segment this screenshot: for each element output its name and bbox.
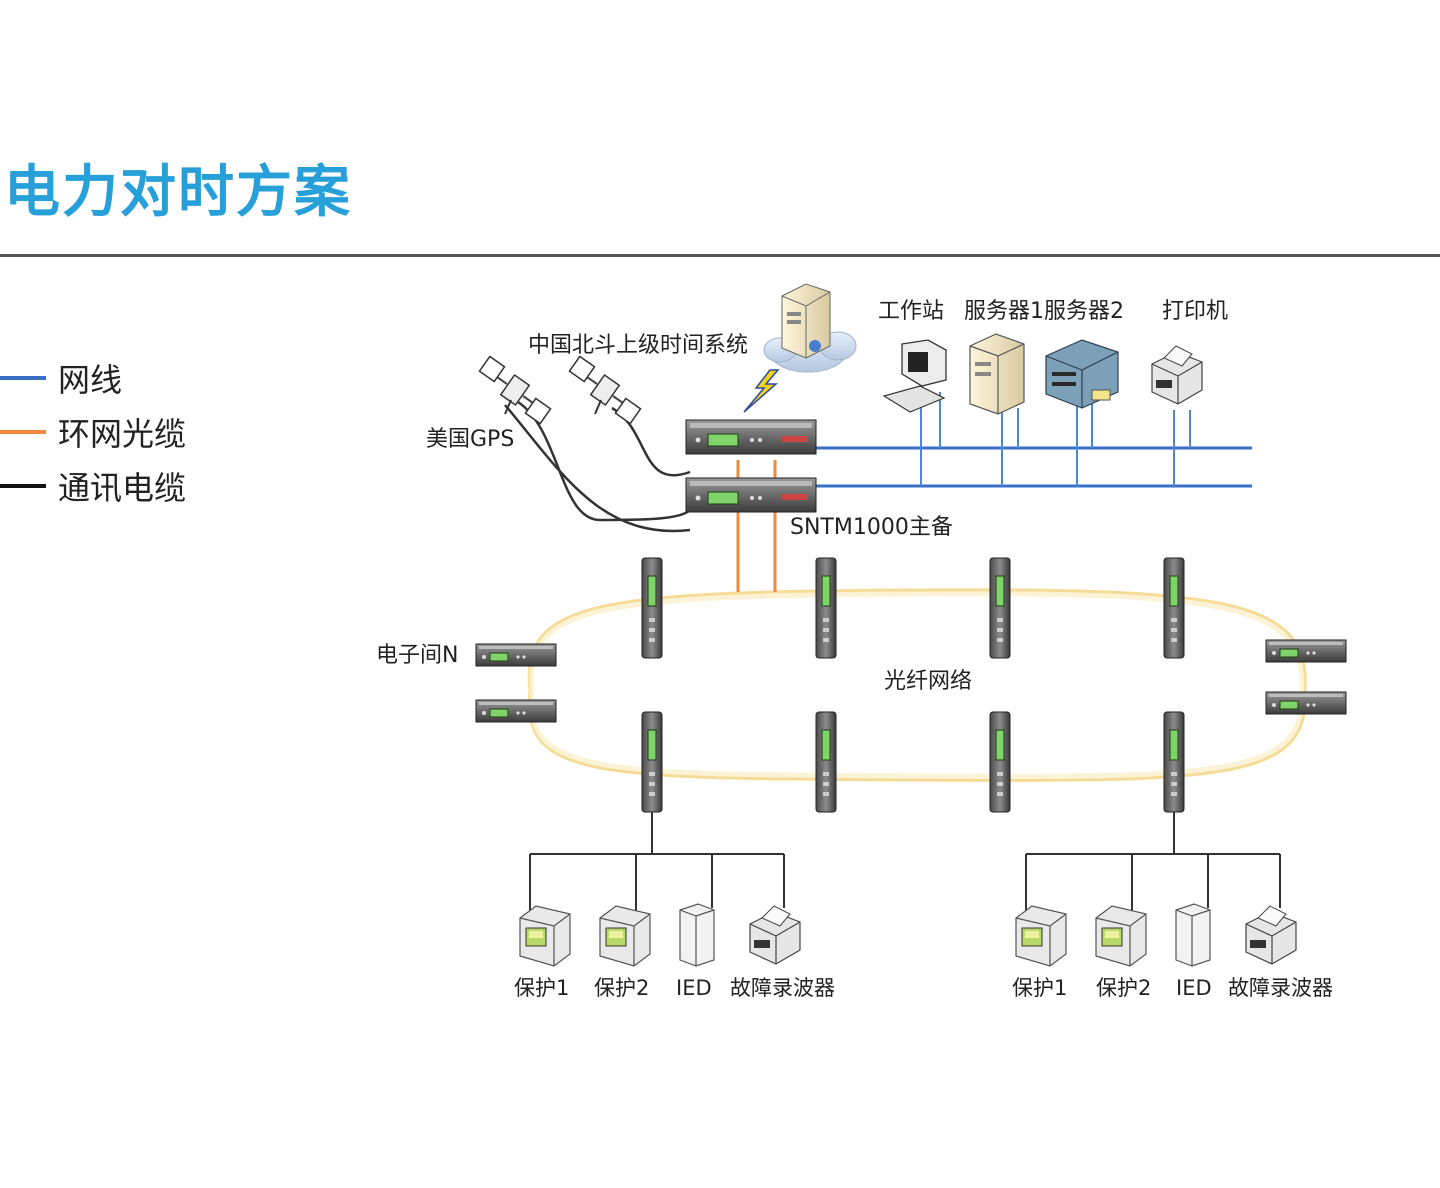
protection-device-icon xyxy=(1015,905,1067,967)
fiber-ring-inner xyxy=(528,591,1305,779)
workstation-label: 工作站 xyxy=(878,299,944,324)
fiber-switch-icon xyxy=(1163,557,1185,659)
time-server-icon xyxy=(685,419,817,455)
legend-swatch-ring-fiber xyxy=(0,430,46,434)
fiber-switch-icon xyxy=(815,557,837,659)
ied-label: IED xyxy=(676,976,712,1000)
ied-icon xyxy=(1175,903,1211,967)
network-drops xyxy=(920,392,1191,486)
fiber-switch-icon xyxy=(641,557,663,659)
comm-cable xyxy=(504,404,691,533)
legend-swatch-comm-cable xyxy=(0,484,46,488)
fiber-switch-icon xyxy=(1163,711,1185,813)
fiber-network-label: 光纤网络 xyxy=(884,669,972,694)
fiber-switch-icon xyxy=(815,711,837,813)
gps-label: 美国GPS xyxy=(426,427,514,452)
room-label: 电子间N xyxy=(376,643,458,668)
printer-icon xyxy=(1151,345,1203,405)
room-time-device-icon xyxy=(1265,639,1347,663)
servers-label: 服务器1服务器2 xyxy=(964,299,1124,324)
satellite-icon xyxy=(478,355,552,425)
fiber-switch-icon xyxy=(989,557,1011,659)
protection-device-icon xyxy=(1095,905,1147,967)
satellite-icon xyxy=(568,355,642,425)
workstation-icon xyxy=(882,339,947,413)
protection2-label: 保护2 xyxy=(594,976,649,1000)
legend-item-ring-fiber: 环网光缆 xyxy=(0,410,186,454)
rack-server-icon xyxy=(1045,339,1119,409)
lightning-icon xyxy=(743,369,780,413)
substation-wiring xyxy=(529,812,1281,920)
protection1-label: 保护1 xyxy=(1012,976,1067,1000)
fiber-switch-icon xyxy=(641,711,663,813)
server-icon xyxy=(781,283,831,359)
legend-item-comm-cable: 通讯电缆 xyxy=(0,464,186,508)
protection2-label: 保护2 xyxy=(1096,976,1151,1000)
comm-cable xyxy=(517,400,691,522)
tower-server-icon xyxy=(969,333,1025,415)
fault-recorder-icon xyxy=(1245,905,1297,965)
fault-recorder-label: 故障录波器 xyxy=(1228,976,1333,1000)
fault-recorder-label: 故障录波器 xyxy=(730,976,835,1000)
master-label: SNTM1000主备 xyxy=(790,515,953,540)
title-divider xyxy=(0,254,1440,257)
fault-recorder-icon xyxy=(749,905,801,965)
legend-swatch-network xyxy=(0,376,46,380)
protection1-label: 保护1 xyxy=(514,976,569,1000)
room-time-device-icon xyxy=(1265,691,1347,715)
page-title: 电力对时方案 xyxy=(4,160,352,225)
printer-label: 打印机 xyxy=(1162,299,1228,324)
legend-label: 通讯电缆 xyxy=(58,469,187,507)
room-time-device-icon xyxy=(475,699,557,723)
legend-label: 网线 xyxy=(58,361,123,399)
ied-icon xyxy=(679,903,715,967)
beidou-label: 中国北斗上级时间系统 xyxy=(528,333,748,358)
fiber-switch-icon xyxy=(989,711,1011,813)
ied-label: IED xyxy=(1176,976,1212,1000)
room-time-device-icon xyxy=(475,643,557,667)
protection-device-icon xyxy=(519,905,571,967)
legend-item-network: 网线 xyxy=(0,356,122,400)
protection-device-icon xyxy=(599,905,651,967)
time-server-icon xyxy=(685,477,817,513)
fiber-ring xyxy=(527,588,1307,782)
legend-label: 环网光缆 xyxy=(58,415,187,453)
